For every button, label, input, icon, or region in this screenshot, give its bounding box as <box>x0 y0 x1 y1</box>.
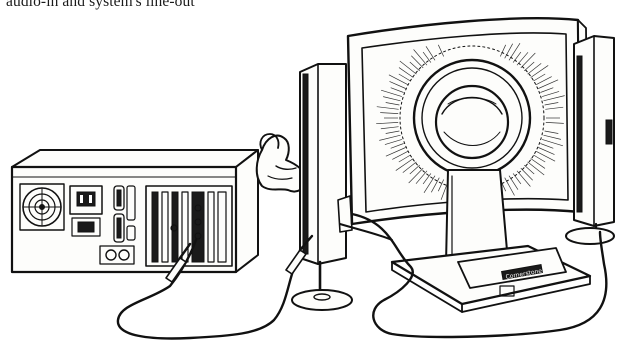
left-speaker <box>292 64 352 310</box>
right-speaker <box>566 36 614 244</box>
computer-tower <box>12 150 258 272</box>
hand-plug-icon <box>257 134 306 192</box>
